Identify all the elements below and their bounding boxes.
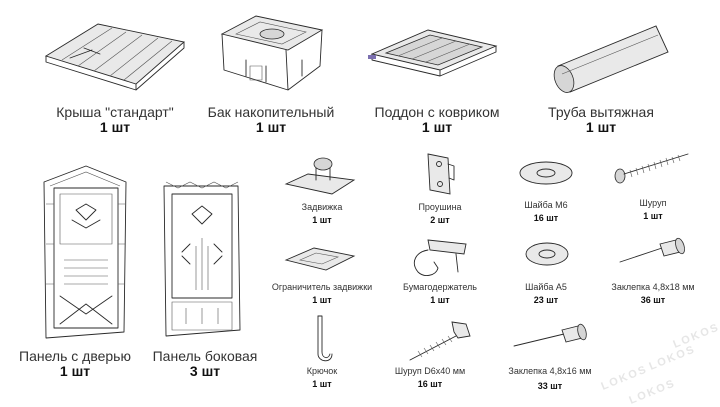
screw-d6-name: Шуруп D6х40 мм (394, 366, 466, 376)
pipe-illustration (544, 22, 672, 94)
roof-name: Крыша "стандарт" (56, 104, 174, 120)
eyelet-qty: 2 шт (430, 215, 450, 225)
latch-stop-name: Ограничитель задвижки (271, 282, 373, 292)
washer-m6-qty: 16 шт (533, 213, 559, 223)
tank-name: Бак накопительный (207, 104, 335, 120)
pipe-name: Труба вытяжная (548, 104, 654, 120)
washer-a5-illustration (524, 240, 570, 268)
pipe-qty: 1 шт (585, 119, 617, 135)
eyelet-name: Проушина (418, 202, 462, 212)
screw-d6-illustration (404, 318, 474, 364)
screw-qty: 1 шт (643, 211, 663, 221)
latch-stop-qty: 1 шт (312, 295, 332, 305)
watermark-text: LOKOS (671, 321, 720, 351)
rivet-18-qty: 36 шт (640, 295, 666, 305)
screw-d6-qty: 16 шт (417, 379, 443, 389)
rivet-16-illustration (510, 322, 590, 352)
rivet-16-qty: 33 шт (537, 381, 563, 391)
tray-illustration (368, 24, 500, 82)
eyelet-illustration (424, 150, 456, 198)
paper-holder-illustration (406, 236, 472, 280)
screw-name: Шуруп (639, 198, 667, 208)
latch-name: Задвижка (301, 202, 343, 212)
watermark-text: LOKOS (627, 377, 678, 407)
roof-illustration (40, 14, 190, 92)
rivet-18-name: Заклепка 4,8х18 мм (611, 282, 695, 292)
latch-qty: 1 шт (312, 215, 332, 225)
tank-illustration (216, 12, 328, 94)
rivet-18-illustration (616, 236, 690, 266)
paper-holder-qty: 1 шт (430, 295, 450, 305)
side-panel-name: Панель боковая (152, 348, 258, 364)
paper-holder-name: Бумагодержатель (403, 282, 477, 292)
side-panel-illustration (160, 180, 244, 340)
washer-a5-name: Шайба А5 (525, 282, 567, 292)
side-panel-qty: 3 шт (189, 363, 221, 379)
screw-illustration (612, 150, 692, 184)
washer-m6-illustration (518, 158, 574, 188)
rivet-16-name: Заклепка 4,8х16 мм (508, 366, 592, 376)
washer-m6-name: Шайба М6 (524, 200, 568, 210)
door-panel-qty: 1 шт (59, 363, 91, 379)
door-panel-illustration (38, 164, 132, 342)
hook-qty: 1 шт (312, 379, 332, 389)
hook-illustration (310, 312, 334, 364)
roof-qty: 1 шт (99, 119, 131, 135)
door-panel-name: Панель с дверью (19, 348, 131, 364)
tray-name: Поддон с ковриком (374, 104, 500, 120)
washer-a5-qty: 23 шт (533, 295, 559, 305)
latch-illustration (282, 154, 358, 198)
watermark-text: LOKOS (647, 343, 698, 373)
tank-qty: 1 шт (255, 119, 287, 135)
latch-stop-illustration (282, 242, 358, 276)
tray-qty: 1 шт (421, 119, 453, 135)
hook-name: Крючок (306, 366, 338, 376)
